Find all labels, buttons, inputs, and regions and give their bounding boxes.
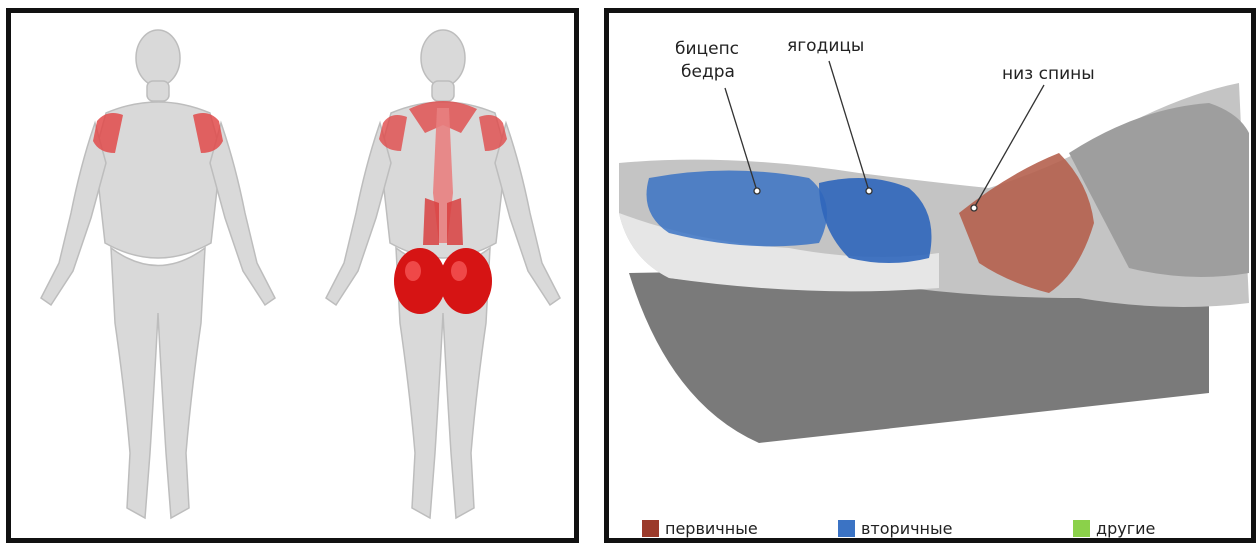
hamstring-label-line1: бицепс: [675, 38, 739, 60]
exercise-illustration: [609, 13, 1251, 538]
legend-item-primary: первичные: [642, 519, 758, 538]
legend-label-other: другие: [1096, 519, 1155, 538]
muscle-map-panel: [6, 8, 579, 543]
exercise-illustration-panel: бицепс бедра ягодицы низ спины первичные…: [604, 8, 1256, 543]
primary-swatch: [642, 520, 659, 537]
hamstring-label-line2: бедра: [681, 61, 735, 83]
legend-item-other: другие: [1073, 519, 1155, 538]
glutes-label: ягодицы: [787, 35, 864, 57]
secondary-swatch: [838, 520, 855, 537]
legend-label-primary: первичные: [665, 519, 758, 538]
other-swatch: [1073, 520, 1090, 537]
legend-item-secondary: вторичные: [838, 519, 952, 538]
legend-label-secondary: вторичные: [861, 519, 952, 538]
lower-back-label: низ спины: [1002, 63, 1095, 85]
muscle-map-figures: [11, 13, 574, 538]
legend: первичные вторичные другие: [609, 519, 1251, 543]
front-body-figure: [41, 30, 275, 518]
